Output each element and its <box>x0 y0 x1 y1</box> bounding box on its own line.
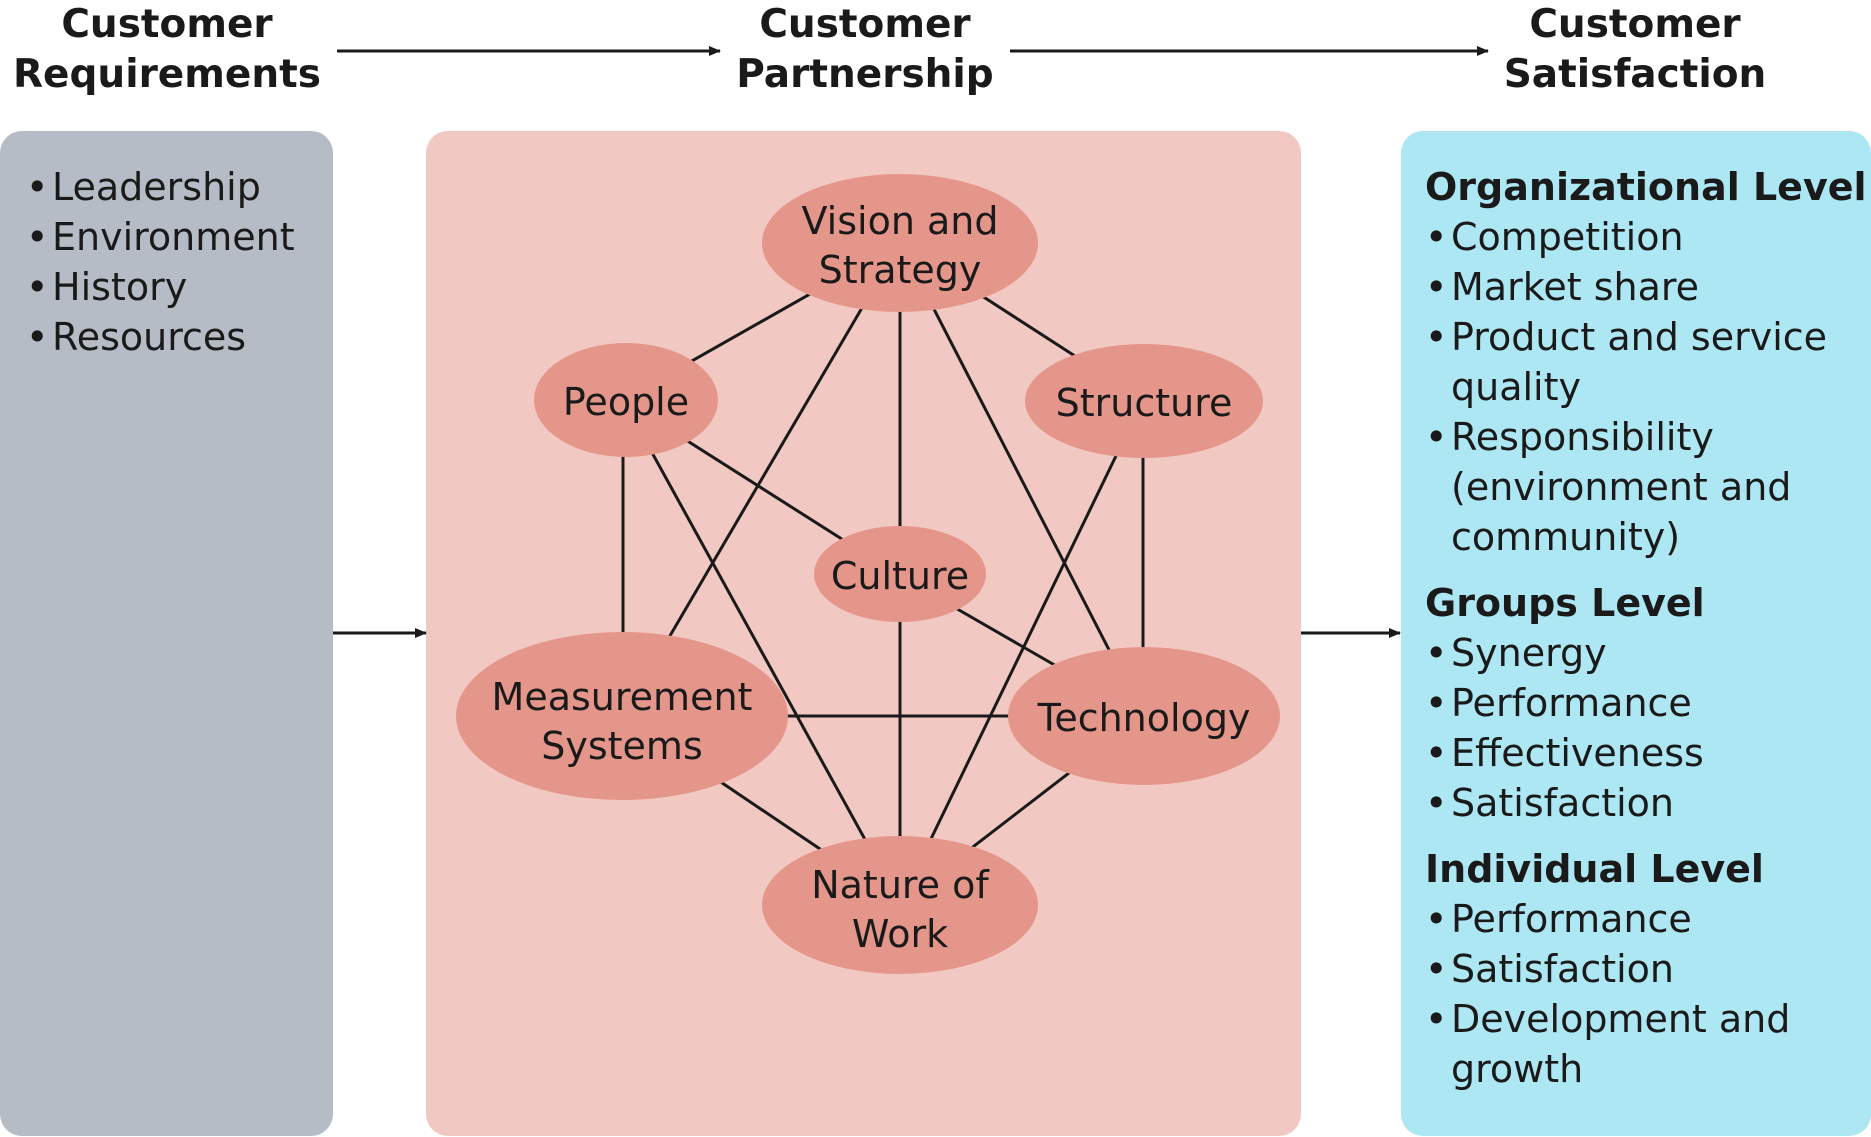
list-item: Satisfaction <box>1425 944 1865 994</box>
node-label: Structure <box>1056 381 1233 425</box>
list-item: Effectiveness <box>1425 728 1865 778</box>
node-ellipse <box>1008 647 1280 785</box>
heading-line: Satisfaction <box>1503 52 1767 97</box>
list-item: Performance <box>1425 678 1865 728</box>
node-vision-and-strategy: Vision and Strategy <box>762 174 1038 312</box>
node-label: Systems <box>541 724 703 768</box>
node-nature-of-work: Nature of Work <box>762 836 1038 974</box>
node-label: Vision and <box>802 199 999 243</box>
node-people: People <box>534 343 718 457</box>
connector-line <box>898 242 1145 717</box>
individual-level-block: Individual Level Performance Satisfactio… <box>1425 844 1865 1094</box>
node-label: Strategy <box>819 248 982 292</box>
list-item: Environment <box>26 212 326 262</box>
groups-level-block: Groups Level Synergy Performance Effecti… <box>1425 578 1865 828</box>
node-ellipse <box>814 526 986 622</box>
list-item: Development and growth <box>1425 994 1865 1094</box>
node-ellipse <box>762 836 1038 974</box>
node-structure: Structure <box>1025 344 1263 458</box>
list-item: History <box>26 262 326 312</box>
node-ellipse <box>534 343 718 457</box>
list-item: Competition <box>1425 212 1865 262</box>
level-title: Organizational Level <box>1425 165 1867 209</box>
individual-level-list: Performance Satisfaction Development and… <box>1425 894 1865 1094</box>
heading-line: Customer <box>61 2 273 47</box>
node-label: Work <box>852 912 948 956</box>
organizational-level-list: Competition Market share Product and ser… <box>1425 212 1865 562</box>
heading-customer-partnership: Customer Partnership <box>680 0 1050 100</box>
heading-customer-satisfaction: Customer Satisfaction <box>1450 0 1820 100</box>
node-culture: Culture <box>814 526 986 622</box>
node-label: Measurement <box>492 675 753 719</box>
node-ellipse <box>1025 344 1263 458</box>
list-item: Synergy <box>1425 628 1865 678</box>
list-item: Resources <box>26 312 326 362</box>
requirements-list: Leadership Environment History Resources <box>26 162 326 362</box>
satisfaction-content: Organizational Level Competition Market … <box>1425 162 1867 1110</box>
list-item: Satisfaction <box>1425 778 1865 828</box>
list-item: Responsibility (environment and communit… <box>1425 412 1865 562</box>
node-ellipse <box>762 174 1038 312</box>
organizational-level-block: Organizational Level Competition Market … <box>1425 162 1867 562</box>
connector-line <box>898 399 1145 904</box>
heading-line: Requirements <box>13 52 321 97</box>
heading-line: Customer <box>1529 2 1741 47</box>
node-ellipse <box>456 632 788 800</box>
node-technology: Technology <box>1008 647 1280 785</box>
list-item: Performance <box>1425 894 1865 944</box>
connector-line <box>621 399 902 904</box>
node-label: Technology <box>1037 696 1251 740</box>
groups-level-list: Synergy Performance Effectiveness Satisf… <box>1425 628 1865 828</box>
node-label: Culture <box>831 554 969 598</box>
heading-line: Customer <box>759 2 971 47</box>
node-label: People <box>563 380 689 424</box>
level-title: Individual Level <box>1425 847 1764 891</box>
list-item: Leadership <box>26 162 326 212</box>
node-measurement-systems: Measurement Systems <box>456 632 788 800</box>
heading-customer-requirements: Customer Requirements <box>0 0 334 100</box>
list-item: Market share <box>1425 262 1865 312</box>
heading-line: Partnership <box>736 52 994 97</box>
level-title: Groups Level <box>1425 581 1705 625</box>
list-item: Product and service quality <box>1425 312 1865 412</box>
node-label: Nature of <box>811 863 990 907</box>
